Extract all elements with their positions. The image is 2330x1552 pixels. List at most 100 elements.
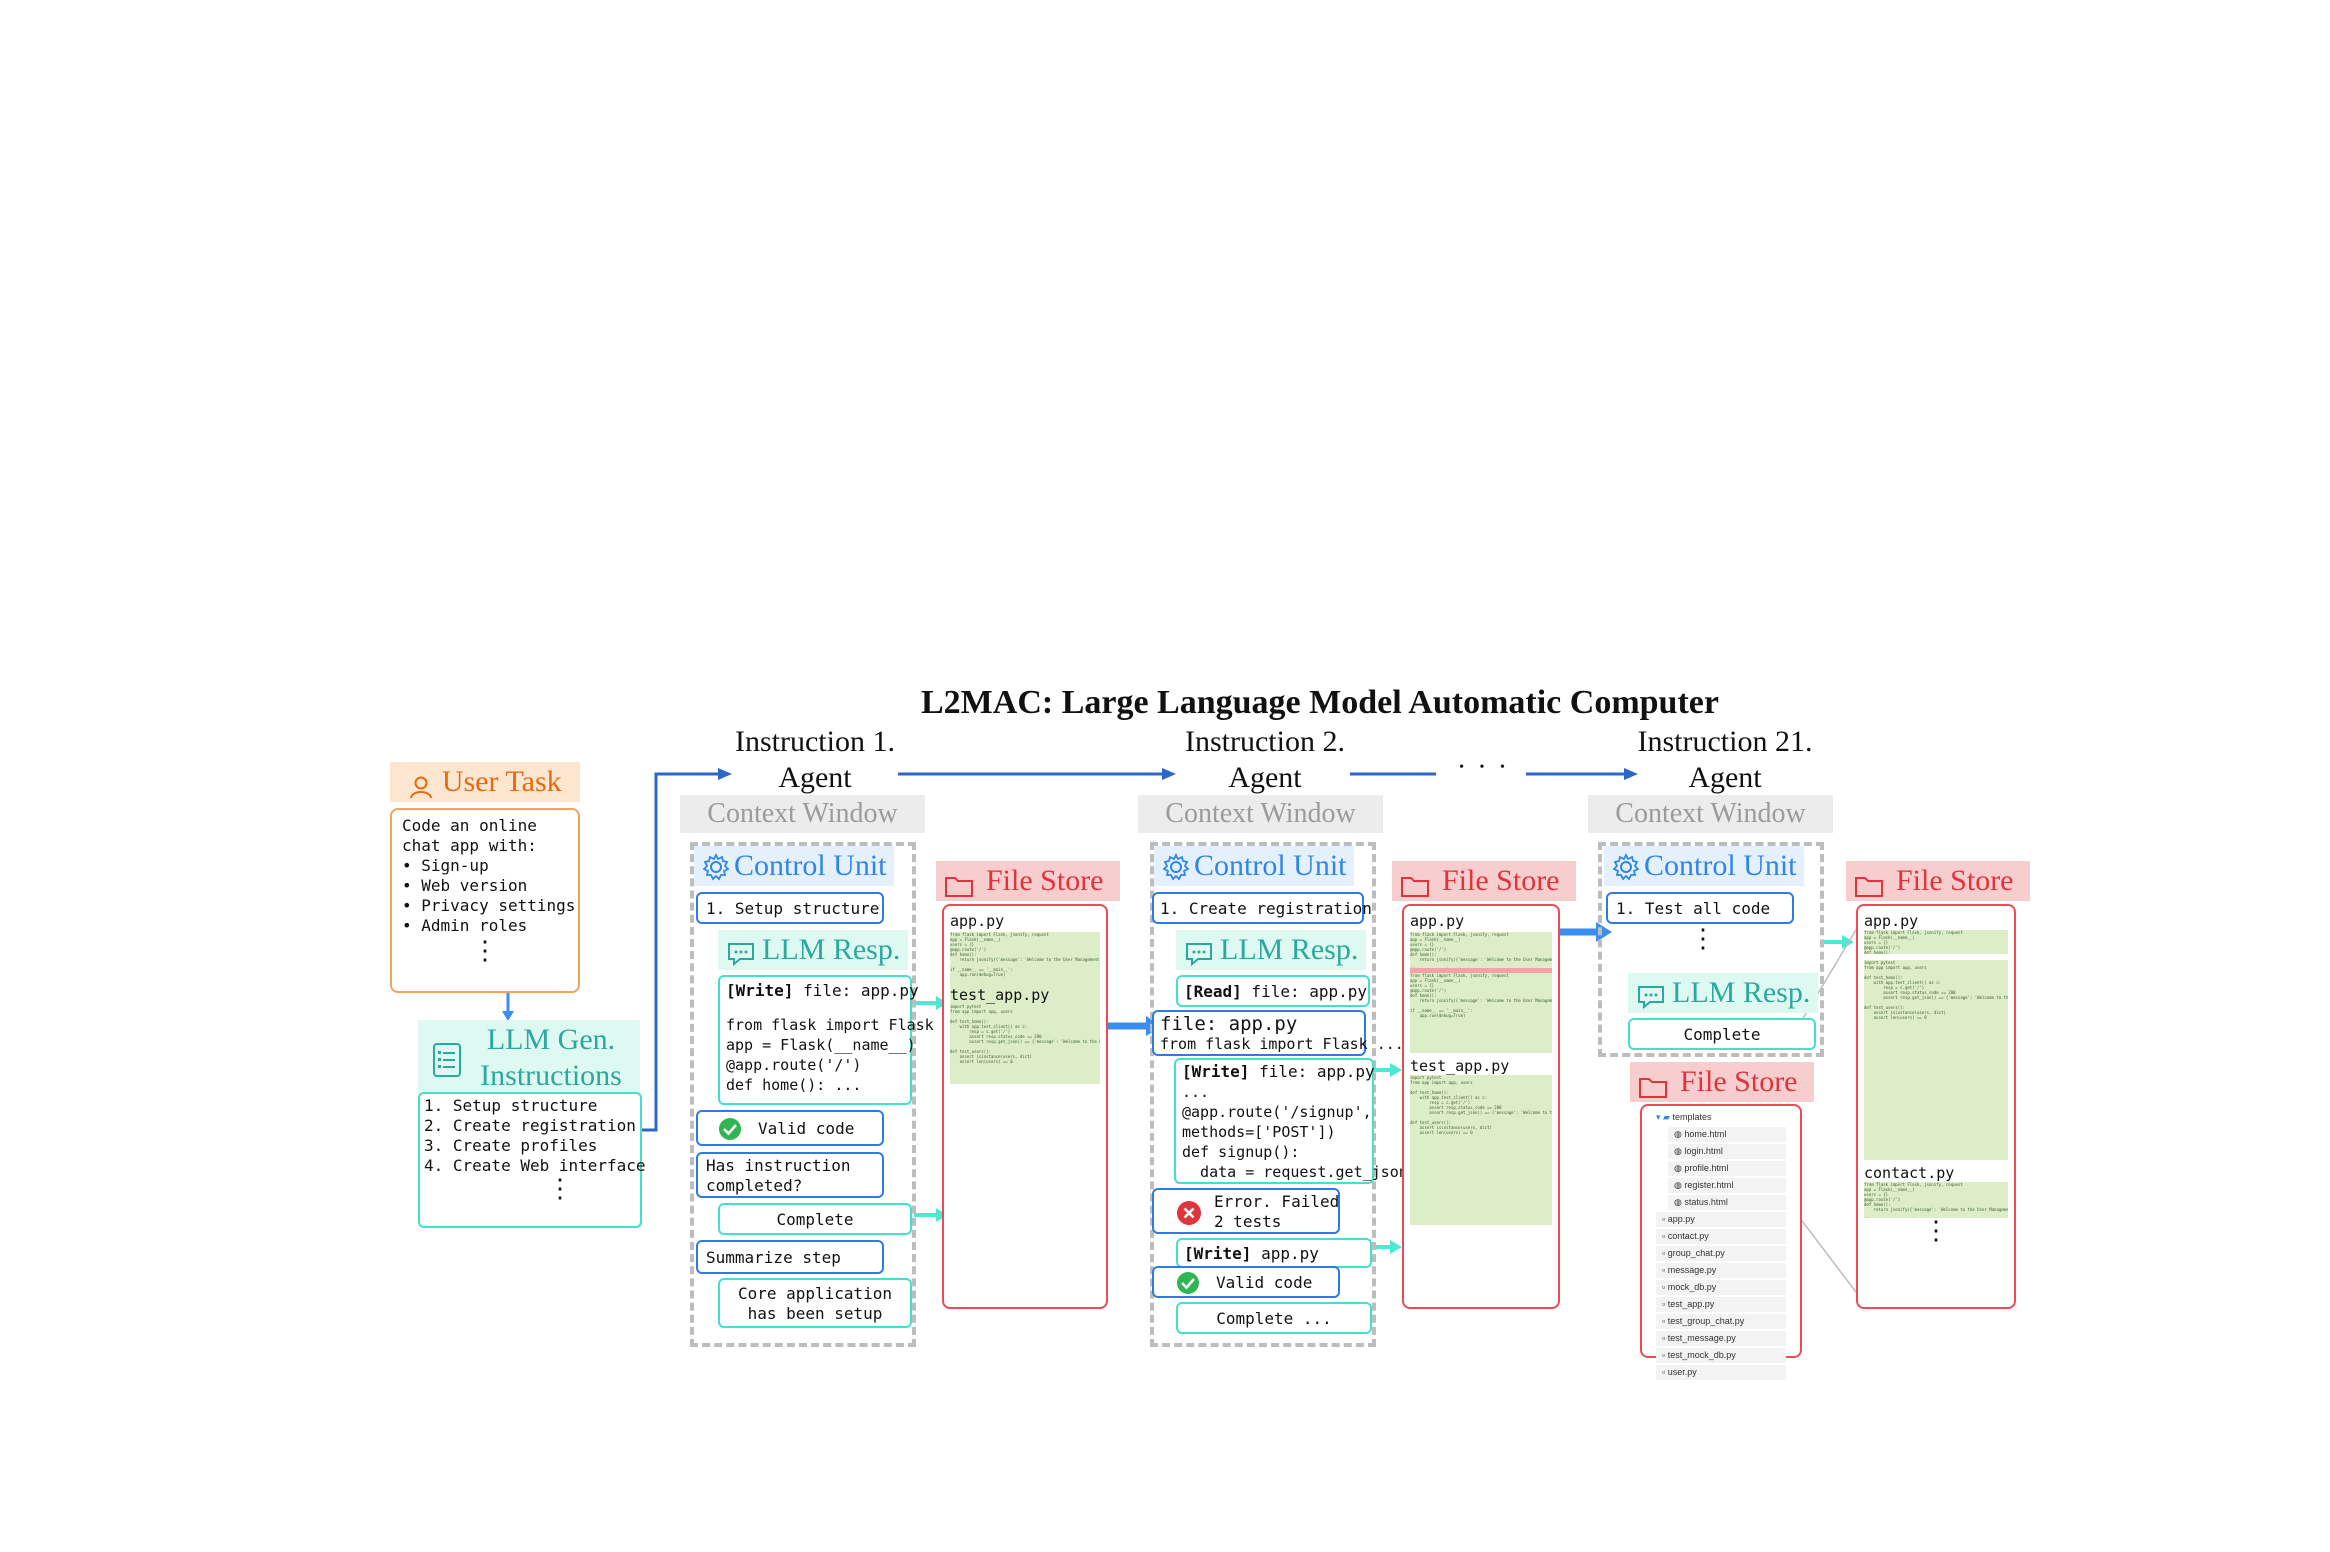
context-window-label: Context Window [1588,795,1833,833]
control-unit-label: Control Unit [1644,849,1797,882]
gear-icon [702,852,730,892]
tree-file: ▫ test_mock_db.py [1656,1348,1786,1363]
llm-resp-label: LLM Resp. [762,933,901,966]
col3-instruction: 1. Test all code [1606,892,1794,924]
col2-file-store-box: app.py from flask import Flask, jsonify,… [1402,904,1560,1309]
col2-instruction: 1. Create registration [1152,892,1372,924]
user-task-line: chat app with: [402,836,537,855]
chat-bubble-icon [1184,938,1214,978]
folder-icon [1400,869,1430,909]
tree-file: ▫ message.py [1656,1263,1786,1278]
col1-question-box: Has instruction completed? [696,1152,884,1198]
file-store-header: File Store [936,861,1120,901]
tree-file: ▫ group_chat.py [1656,1246,1786,1261]
col2-error-box: Error. Failed 2 tests [1152,1188,1340,1234]
tree-file: ◍ register.html [1668,1178,1786,1193]
code-preview: import pytest from app import app, users… [950,1004,1100,1064]
llm-gen-label: LLM Gen. [486,1023,616,1056]
col1-file-store-box: app.py from flask import Flask, jsonify,… [942,904,1108,1309]
col1-write-box: [Write] file: app.py from flask import F… [718,975,934,1105]
file-store-label: File Store [1896,864,2014,897]
file-store-label: File Store [986,864,1104,897]
col1-complete: Complete [718,1203,912,1235]
control-unit-header: Control Unit [1154,846,1354,886]
instruction-number: Instruction 1. [735,725,895,758]
tree-file: ◍ status.html [1668,1195,1786,1210]
code-preview: import pytest from app import app, users… [1864,960,2008,1160]
col1-summarize: Summarize step [696,1240,884,1274]
code-preview: import pytest from app import app, users… [1410,1075,1552,1225]
llm-resp-label: LLM Resp. [1672,976,1811,1009]
code-line: app = Flask(__name__) [726,1036,916,1054]
col2-read-box: [Read] file: app.py [1176,975,1370,1007]
col2-write-box: [Write] file: app.py ... @app.route('/si… [1174,1058,1426,1184]
col3-file-store-box: app.py from flask import Flask, jsonify,… [1856,904,2016,1309]
gear-icon [1162,852,1190,892]
code-line: def signup(): [1182,1143,1300,1161]
instruction-item: 4. Create Web interface [424,1156,646,1175]
code-preview: from flask import Flask, jsonify, reques… [1864,930,2008,954]
code-line: def home(): ... [726,1076,862,1094]
tree-file: ◍ login.html [1668,1144,1786,1159]
vertical-ellipsis: ⋮ [1923,1216,1949,1245]
list-icon [432,1042,462,1078]
tree-file: ▫ app.py [1656,1212,1786,1227]
llm-gen-box: 1. Setup structure 2. Create registratio… [418,1092,646,1228]
file-store-header: File Store [1846,861,2030,901]
file-name: app.py [1864,912,1919,930]
code-line: from flask import Flask [726,1016,934,1034]
hdots: • • • [1459,760,1511,775]
user-task-header: User Task [390,762,580,802]
col3-header: Instruction 21. Agent [1600,724,1850,796]
folder-icon [944,869,974,909]
col1-valid-box: Valid code [696,1110,884,1146]
summary-line: Core application [737,1284,893,1303]
file-name: contact.py [1864,1164,1955,1182]
llm-gen-label: Instructions [480,1059,622,1092]
code-preview: from flask import Flask, jsonify, reques… [1864,1182,2008,1218]
file-store-label: File Store [1680,1065,1798,1098]
col2-header: Instruction 2. Agent [1150,724,1380,796]
col1-summary-box: Core application has been setup [718,1278,912,1328]
instruction-number: Instruction 2. [1185,725,1345,758]
valid-code-label: Valid code [1216,1273,1313,1292]
tree-file: ▫ test_group_chat.py [1656,1314,1786,1329]
col1-header: Instruction 1. Agent [700,724,930,796]
file-name: test_app.py [1410,1057,1510,1075]
llm-resp-label: LLM Resp. [1220,933,1359,966]
code-preview: from flask import Flask, jsonify, reques… [950,932,1100,984]
tree-file: ▫ test_message.py [1656,1331,1786,1346]
context-window-label: Context Window [680,795,925,833]
user-task-bullet: • Sign-up [402,856,489,875]
user-task-bullet: • Admin roles [402,916,528,935]
tree-file: ▫ test_app.py [1656,1297,1786,1312]
diagram-title: L2MAC: Large Language Model Automatic Co… [921,684,1719,721]
tree-folder: ▾ ▰ templates [1656,1112,1712,1122]
file-store-header: File Store [1392,861,1576,901]
question-line: completed? [706,1176,803,1195]
error-line: 2 tests [1214,1212,1282,1231]
control-unit-label: Control Unit [734,849,887,882]
context-window-label: Context Window [1138,795,1383,833]
arrow-task-to-gen [502,993,514,1021]
agent-label: Agent [778,761,852,794]
tree-file: ◍ home.html [1668,1127,1786,1142]
folder-icon [1638,1070,1668,1110]
instruction-item: 2. Create registration [424,1116,636,1135]
instruction-item: 1. Setup structure [424,1096,598,1115]
vertical-ellipsis: ⋮ [547,1174,573,1203]
user-task-box: Code an online chat app with: • Sign-up … [390,808,580,993]
vertical-ellipsis: ⋮ [1690,924,1716,953]
instruction-number: Instruction 21. [1637,725,1813,758]
code-line: @app.route('/signup', [1182,1103,1372,1121]
code-line: ... [1182,1083,1210,1101]
user-task-bullet: • Web version [402,876,528,895]
tree-file: ◍ profile.html [1668,1161,1786,1176]
file-name: app.py [1410,912,1465,930]
folder-icon [1854,869,1884,909]
col2-valid-box: Valid code [1152,1266,1340,1298]
person-icon [408,771,434,799]
llm-resp-header: LLM Resp. [1176,930,1366,970]
file-store-header: File Store [1630,1062,1814,1102]
